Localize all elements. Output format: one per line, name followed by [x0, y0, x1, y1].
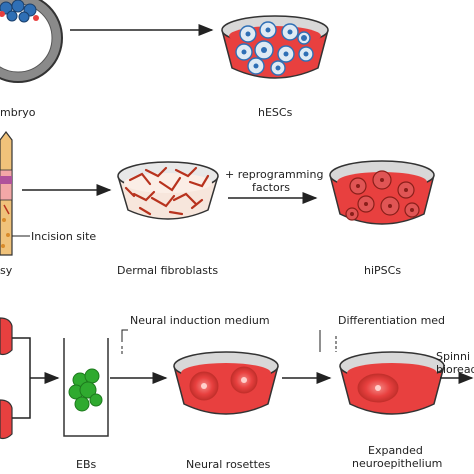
reprogramming-label-line2: factors [252, 181, 290, 194]
merge-connector [12, 337, 31, 419]
skin-biopsy-illustration [0, 131, 13, 256]
incision-site-label: Incision site [31, 230, 96, 243]
hipscs-label: hiPSCs [364, 264, 401, 277]
spinning-bioreactor-label-line2: bioread [436, 363, 474, 376]
neural-induction-bracket-left [121, 329, 128, 342]
rosette-structures [189, 366, 258, 401]
expanded-neuroepithelium-label-line2: neuroepithelium [352, 457, 442, 470]
neural-induction-medium-label: Neural induction medium [130, 314, 270, 327]
source-dishes-partial [0, 317, 13, 440]
fibroblast-dish [117, 161, 219, 220]
ebs-label: EBs [76, 458, 96, 471]
neural-rosettes-label: Neural rosettes [186, 458, 271, 471]
spinning-bioreactor-label-line1: Spinni [436, 350, 470, 363]
expanded-neuroepithelium-patch [357, 373, 399, 403]
neural-rosettes-dish [173, 351, 279, 415]
embryoid-bodies [68, 368, 103, 412]
embryo-label: mbryo [0, 106, 36, 119]
neuroepithelium-dish [339, 351, 445, 415]
embryo-illustration [0, 0, 63, 83]
hipscs-dish [329, 160, 435, 225]
differentiation-medium-label: Differentiation med [338, 314, 445, 327]
hescs-dish [221, 15, 329, 79]
hescs-label: hESCs [258, 106, 293, 119]
biopsy-label: sy [0, 264, 13, 277]
reprogramming-label-line1: + reprogramming [225, 168, 323, 181]
dermal-fibroblasts-label: Dermal fibroblasts [117, 264, 218, 277]
eb-container [63, 338, 109, 437]
expanded-neuroepithelium-label-line1: Expanded [368, 444, 423, 457]
fibroblast-cells [124, 166, 210, 216]
